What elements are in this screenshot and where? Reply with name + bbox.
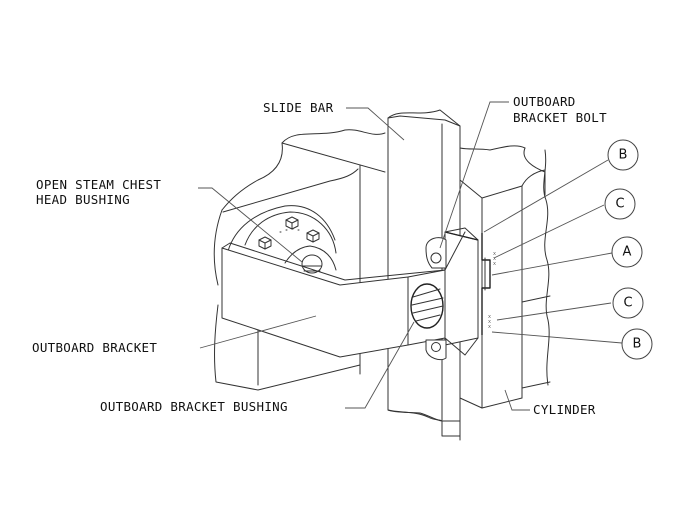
svg-text:C: C [623, 296, 632, 311]
label-outboard-bracket: OUTBOARD BRACKET [32, 340, 157, 355]
callout-b-top: B [607, 139, 639, 171]
svg-text:x: x [488, 324, 491, 330]
break-line [543, 149, 550, 386]
callout-c-bottom: C [612, 287, 644, 319]
callout-c-top: C [604, 188, 636, 220]
svg-text:B: B [633, 337, 642, 352]
svg-text:A: A [623, 245, 632, 260]
callout-bubbles: B C A C B [604, 139, 653, 360]
svg-text:x: x [493, 251, 496, 257]
svg-text:C: C [615, 197, 624, 212]
label-outboard-bracket-bolt-line2: BRACKET BOLT [513, 110, 607, 125]
svg-text:x: x [488, 314, 491, 320]
svg-text:x: x [493, 261, 496, 267]
bushing-hatch [411, 288, 444, 322]
outboard-bracket [214, 227, 479, 391]
label-slide-bar: SLIDE BAR [263, 100, 334, 115]
svg-text:B: B [619, 148, 628, 163]
label-outboard-bracket-bushing: OUTBOARD BRACKET BUSHING [100, 399, 288, 414]
stud-nut-icons [258, 216, 320, 250]
label-cylinder: CYLINDER [533, 402, 596, 417]
svg-text:x: x [488, 319, 491, 325]
label-outboard-bracket-bolt-line1: OUTBOARD [513, 94, 576, 109]
label-open-steam-chest-line1: OPEN STEAM CHEST [36, 177, 161, 192]
leader-lines [198, 101, 623, 411]
callout-b-bottom: B [621, 328, 653, 360]
label-open-steam-chest-line2: HEAD BUSHING [36, 192, 130, 207]
labels: SLIDE BAR OUTBOARD BRACKET BOLT OPEN STE… [32, 94, 607, 417]
callout-a: A [611, 236, 643, 268]
svg-text:x: x [493, 256, 496, 262]
